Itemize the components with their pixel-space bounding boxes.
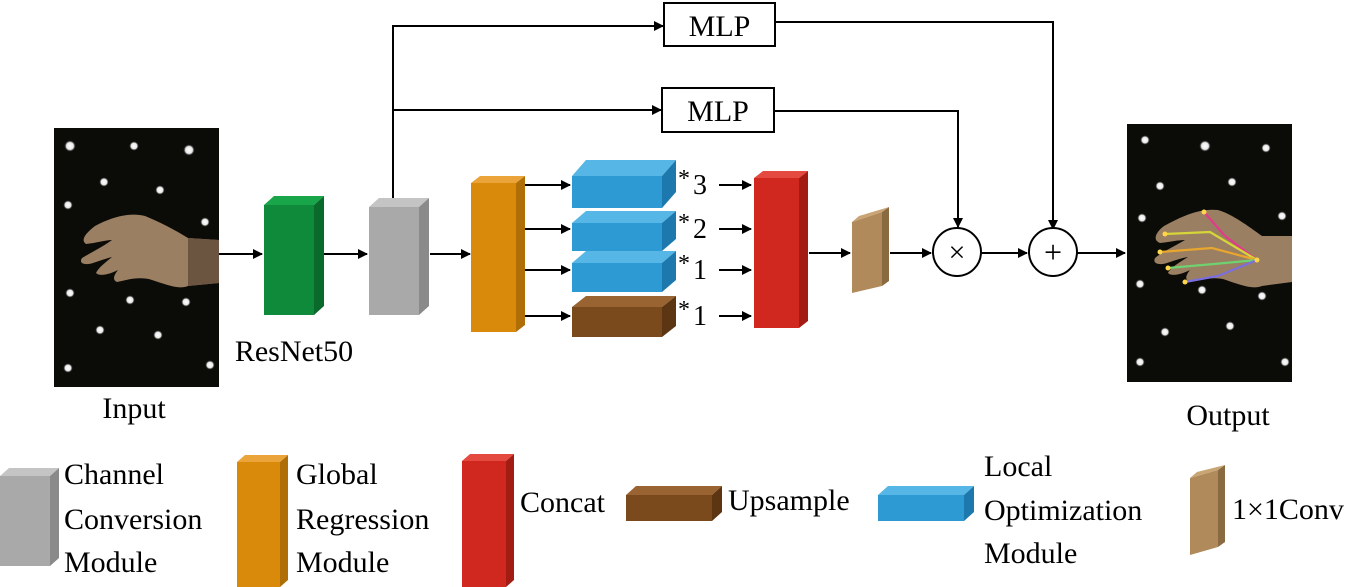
resnet-block	[264, 196, 324, 315]
legend-local: Local Optimization Module	[878, 450, 1142, 570]
output-image	[1127, 124, 1292, 382]
mult-3: 3	[693, 170, 707, 201]
resnet-label: ResNet50	[235, 335, 353, 368]
svg-text:Channel: Channel	[64, 458, 164, 491]
svg-text:Module: Module	[984, 537, 1077, 570]
svg-text:Upsample: Upsample	[728, 484, 850, 517]
multiply-operator: ×	[932, 227, 982, 277]
legend-channel: Channel Conversion Module	[0, 458, 202, 579]
svg-text:+: +	[1044, 234, 1062, 270]
svg-text:Module: Module	[296, 546, 389, 579]
svg-text:*: *	[678, 166, 690, 192]
svg-text:×: ×	[949, 236, 966, 269]
svg-text:Conversion: Conversion	[64, 503, 202, 536]
svg-text:Regression: Regression	[296, 503, 429, 536]
input-label: Input	[102, 392, 166, 425]
svg-text:1×1Conv: 1×1Conv	[1232, 493, 1344, 526]
svg-text:*: *	[678, 251, 690, 277]
legend-upsample: Upsample	[626, 484, 850, 521]
global-regression-block	[471, 176, 525, 332]
concat-block	[754, 171, 808, 328]
connection-lines	[219, 21, 1126, 321]
output-label: Output	[1186, 399, 1270, 432]
svg-text:Optimization: Optimization	[984, 494, 1142, 527]
legend-global: Global Regression Module	[237, 455, 429, 587]
svg-text:*: *	[678, 210, 690, 236]
svg-text:Local: Local	[984, 450, 1052, 483]
svg-text:Module: Module	[64, 546, 157, 579]
local-optimization-block-1	[572, 160, 676, 208]
mult-1b: 1	[693, 301, 707, 332]
add-operator: +	[1028, 227, 1078, 277]
svg-text:*: *	[678, 297, 690, 323]
mlp-top-label: MLP	[689, 10, 751, 43]
svg-text:Global: Global	[296, 458, 378, 491]
local-optimization-block-2	[572, 211, 676, 251]
channel-conversion-block	[369, 198, 429, 315]
input-image	[54, 128, 219, 387]
local-optimization-block-3	[572, 251, 676, 292]
svg-text:Concat: Concat	[520, 486, 606, 519]
legend: Channel Conversion Module Global Regress…	[0, 450, 1344, 587]
upsample-block	[572, 296, 676, 337]
mlp-mid: MLP	[661, 87, 775, 133]
legend-concat: Concat	[462, 454, 606, 587]
conv-block	[852, 207, 889, 293]
legend-conv: 1×1Conv	[1190, 465, 1344, 555]
branch-multipliers: * 3 * 2 * 1 * 1	[678, 166, 707, 332]
mult-1a: 1	[693, 255, 707, 286]
mlp-top: MLP	[663, 2, 776, 47]
mult-2: 2	[693, 214, 707, 245]
mlp-mid-label: MLP	[687, 95, 749, 128]
